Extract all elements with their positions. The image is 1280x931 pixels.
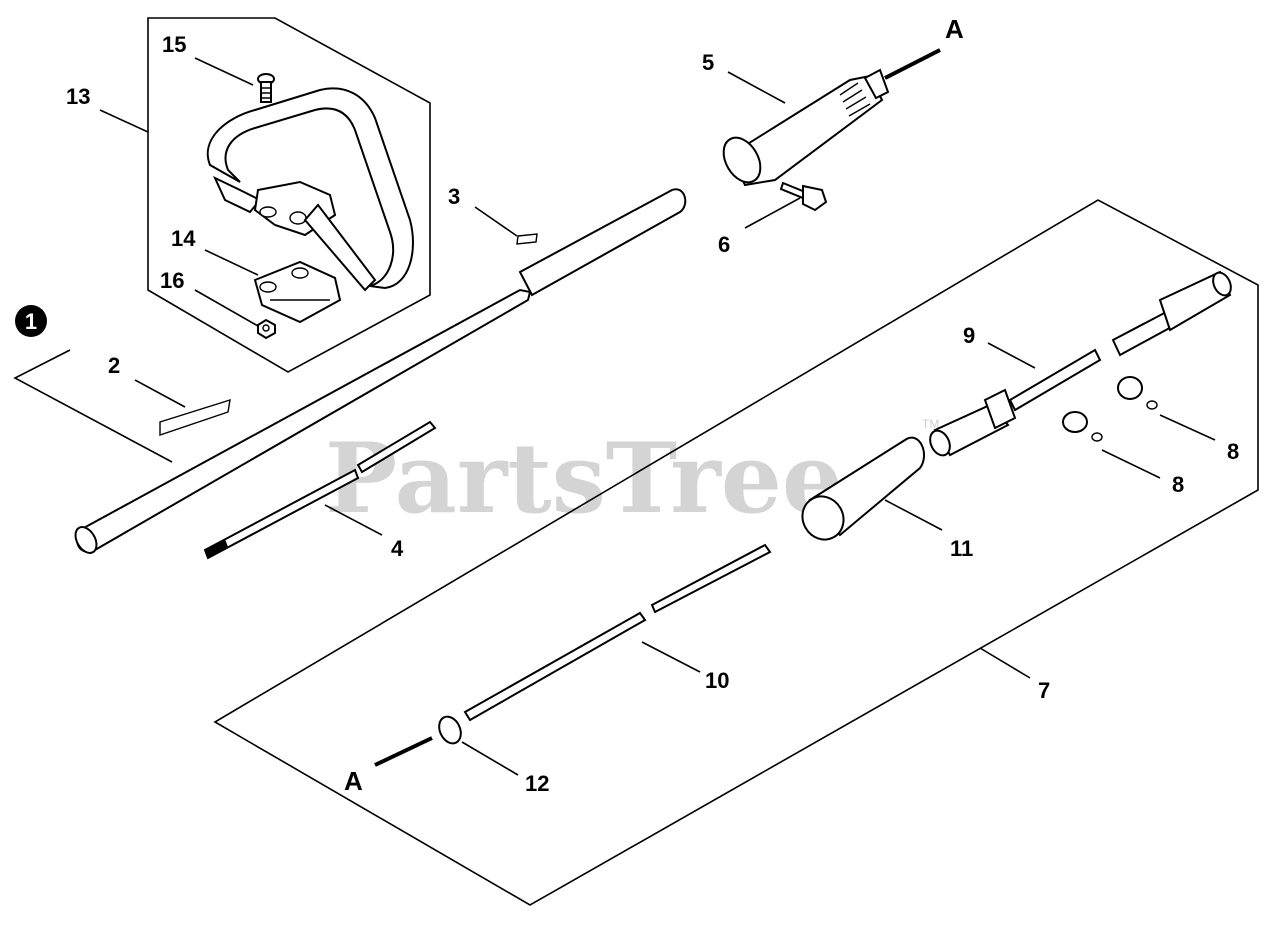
- inner-shaft-4-part[interactable]: [203, 420, 437, 560]
- callout-6: 6: [718, 232, 730, 257]
- callout-11: 11: [950, 536, 973, 561]
- sleeve-11-part[interactable]: [795, 436, 925, 547]
- callout-15: 15: [162, 32, 186, 57]
- callout-14: 14: [171, 226, 196, 251]
- callout-10: 10: [705, 668, 729, 693]
- callout-9: 9: [963, 323, 975, 348]
- callout-16: 16: [160, 268, 184, 293]
- driveshaft-group-box: [213, 199, 1259, 906]
- shaft-10-part[interactable]: [463, 543, 772, 722]
- screw-15-part[interactable]: [257, 73, 275, 103]
- connector-a-bottom: A: [344, 766, 363, 796]
- watermark-tm: TM: [922, 417, 939, 431]
- handle-clamp-part[interactable]: [253, 260, 342, 324]
- callout-2: 2: [108, 353, 120, 378]
- label-2-part[interactable]: [159, 398, 231, 436]
- callout-5: 5: [702, 50, 714, 75]
- callout-8a: 8: [1172, 472, 1184, 497]
- grip-5-part[interactable]: [716, 68, 890, 189]
- bolt-6-part[interactable]: [779, 181, 828, 212]
- callout-4: 4: [391, 536, 404, 561]
- clip-8a-part[interactable]: [1062, 411, 1103, 442]
- callout-13: 13: [66, 84, 90, 109]
- callout-3: 3: [448, 184, 460, 209]
- reference-marker-number: 1: [25, 309, 37, 334]
- oring-12-part[interactable]: [435, 713, 465, 747]
- callout-7: 7: [1038, 678, 1050, 703]
- flex-shaft-9-part[interactable]: [926, 270, 1234, 459]
- nut-16-part[interactable]: [257, 318, 276, 340]
- callout-8b: 8: [1227, 439, 1239, 464]
- label-3-part[interactable]: [516, 233, 538, 245]
- reference-marker: [15, 305, 47, 337]
- handle-part[interactable]: [206, 87, 414, 292]
- main-tube-part[interactable]: [71, 188, 687, 556]
- connector-a-top: A: [945, 14, 964, 44]
- handle-group-box: [147, 17, 431, 373]
- callout-12: 12: [525, 771, 549, 796]
- clip-8b-part[interactable]: [1117, 376, 1158, 410]
